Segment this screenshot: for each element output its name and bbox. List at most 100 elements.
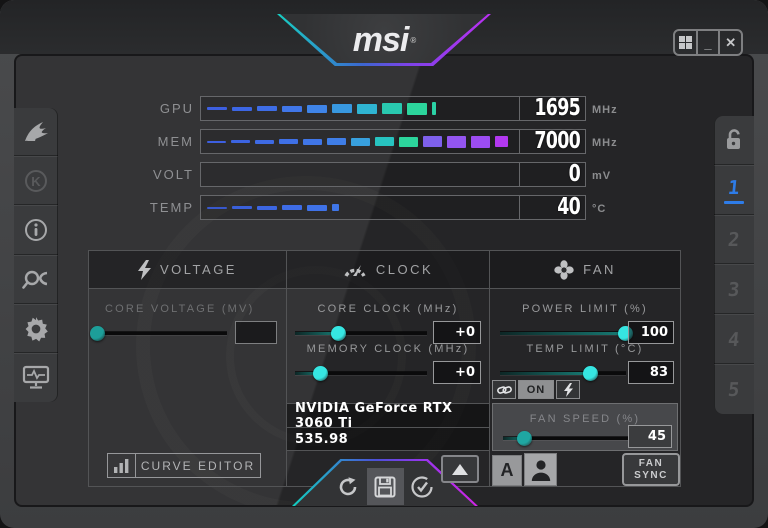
profile-slot-4[interactable]: 4 bbox=[714, 314, 754, 364]
temp-gauge-bar bbox=[207, 196, 513, 219]
mem-unit-label: MHz bbox=[592, 137, 618, 149]
volt-gauge-bar bbox=[207, 163, 513, 186]
bar-chart-icon bbox=[108, 454, 136, 477]
slider-fill bbox=[295, 372, 322, 375]
clock-panel-header: CLOCK bbox=[287, 251, 489, 289]
oc-scanner-button[interactable] bbox=[14, 254, 58, 304]
slider-fill bbox=[500, 372, 591, 375]
fan-panel: FAN POWER LIMIT (%) 100 TEMP LIMIT (°C) … bbox=[489, 251, 680, 486]
slider-track[interactable] bbox=[295, 372, 427, 375]
information-button[interactable] bbox=[14, 205, 58, 254]
boost-lock-button[interactable] bbox=[556, 380, 580, 399]
windows-logo-icon bbox=[678, 36, 692, 49]
temp-limit-label: TEMP LIMIT (°C) bbox=[526, 343, 644, 355]
profile-number: 5 bbox=[727, 378, 741, 401]
core-clock-label: CORE CLOCK (MHz) bbox=[317, 303, 459, 315]
slider-knob[interactable] bbox=[313, 366, 329, 381]
expand-up-button[interactable] bbox=[441, 455, 479, 483]
profile-slot-3[interactable]: 3 bbox=[714, 264, 754, 314]
memory-clock-value[interactable]: +0 bbox=[433, 361, 481, 384]
fan-speed-value[interactable]: 45 bbox=[628, 425, 672, 448]
save-button[interactable] bbox=[366, 468, 404, 505]
slider-knob[interactable] bbox=[517, 431, 533, 446]
profile-rail: 1 2 3 4 5 bbox=[714, 116, 754, 414]
trademark: ® bbox=[410, 35, 416, 45]
gpu-name: NVIDIA GeForce RTX 3060 Ti bbox=[295, 400, 453, 431]
core-voltage-value[interactable] bbox=[235, 321, 277, 344]
fan-user-define-button[interactable] bbox=[524, 453, 557, 486]
core-voltage-slider[interactable] bbox=[90, 325, 227, 341]
speedometer-icon bbox=[344, 265, 366, 277]
profile-slot-2[interactable]: 2 bbox=[714, 214, 754, 265]
apply-button[interactable] bbox=[404, 468, 441, 505]
kombustor-k-icon: K bbox=[25, 170, 47, 193]
msi-claw-icon bbox=[25, 122, 48, 142]
slider-fill bbox=[503, 437, 526, 440]
profile-slot-1[interactable]: 1 bbox=[714, 164, 754, 215]
mem-clock-value: 7000 bbox=[534, 128, 580, 154]
voltage-panel-header: VOLTAGE bbox=[89, 251, 286, 289]
close-button[interactable]: ✕ bbox=[718, 31, 741, 54]
temp-limit-slider[interactable] bbox=[500, 365, 626, 381]
gauge-divider bbox=[519, 163, 520, 186]
profile-slot-5[interactable]: 5 bbox=[714, 364, 754, 414]
gpu-name-row: NVIDIA GeForce RTX 3060 Ti bbox=[287, 401, 489, 431]
triangle-up-icon bbox=[452, 463, 468, 475]
slider-track[interactable] bbox=[503, 437, 633, 440]
gpu-clock-value: 1695 bbox=[534, 95, 580, 121]
kombustor-button[interactable]: K bbox=[14, 156, 58, 205]
driver-version-row: 535.98 bbox=[287, 427, 489, 451]
minimize-button[interactable]: _ bbox=[695, 31, 719, 54]
volt-gauge: 0 bbox=[200, 161, 586, 187]
lightning-icon bbox=[138, 259, 151, 280]
link-limits-button[interactable] bbox=[492, 380, 516, 399]
settings-button[interactable] bbox=[14, 303, 58, 353]
floppy-save-icon bbox=[374, 476, 396, 497]
curve-editor-button[interactable]: CURVE EDITOR bbox=[107, 453, 261, 478]
limits-on-toggle[interactable]: ON bbox=[518, 380, 554, 399]
slider-track[interactable] bbox=[97, 332, 227, 335]
temp-limit-value[interactable]: 83 bbox=[628, 361, 674, 384]
apply-check-icon bbox=[411, 475, 433, 498]
core-voltage-label: CORE VOLTAGE (MV) bbox=[105, 303, 255, 315]
gpu-gauge-label: GPU bbox=[159, 101, 194, 116]
unlock-icon bbox=[727, 129, 740, 150]
core-clock-slider[interactable] bbox=[295, 325, 427, 341]
power-limit-value[interactable]: 100 bbox=[628, 321, 674, 344]
profile-lock-button[interactable] bbox=[714, 116, 754, 165]
gear-icon bbox=[25, 316, 48, 342]
fan-speed-slider[interactable] bbox=[503, 430, 633, 446]
temp-value: 40 bbox=[557, 194, 581, 220]
volt-unit-label: mV bbox=[592, 170, 612, 182]
memory-clock-slider[interactable] bbox=[295, 365, 427, 381]
profile-number: 4 bbox=[727, 328, 741, 351]
mem-gauge-bar bbox=[207, 130, 513, 153]
slider-knob[interactable] bbox=[90, 326, 106, 341]
reset-button[interactable] bbox=[330, 468, 367, 505]
slider-track[interactable] bbox=[295, 332, 427, 335]
msi-claw-button[interactable] bbox=[14, 108, 58, 156]
svg-text:K: K bbox=[31, 174, 41, 189]
msi-logo-text: msi® bbox=[352, 20, 416, 59]
profile-number: 1 bbox=[727, 176, 741, 199]
fan-icon bbox=[554, 259, 574, 280]
slider-knob[interactable] bbox=[582, 366, 598, 381]
core-clock-value[interactable]: +0 bbox=[433, 321, 481, 344]
fan-auto-button[interactable]: A bbox=[492, 455, 522, 486]
hardware-monitor-button[interactable] bbox=[14, 352, 58, 402]
small-lightning-icon bbox=[563, 382, 573, 397]
fan-panel-title: FAN bbox=[583, 262, 616, 277]
power-limit-label: POWER LIMIT (%) bbox=[522, 303, 648, 315]
mem-gauge-label: MEM bbox=[157, 134, 194, 149]
msi-logo: msi® bbox=[277, 14, 491, 66]
fan-speed-section: FAN SPEED (%) 45 bbox=[492, 403, 678, 451]
fan-speed-label: FAN SPEED (%) bbox=[529, 413, 641, 425]
gpu-unit-label: MHz bbox=[592, 104, 618, 116]
windows-menu-button[interactable] bbox=[675, 31, 696, 54]
reset-icon bbox=[339, 476, 357, 495]
fan-sync-button[interactable]: FAN SYNC bbox=[622, 453, 680, 486]
slider-knob[interactable] bbox=[330, 326, 346, 341]
power-limit-slider[interactable] bbox=[500, 325, 633, 341]
chain-link-icon bbox=[496, 385, 512, 394]
